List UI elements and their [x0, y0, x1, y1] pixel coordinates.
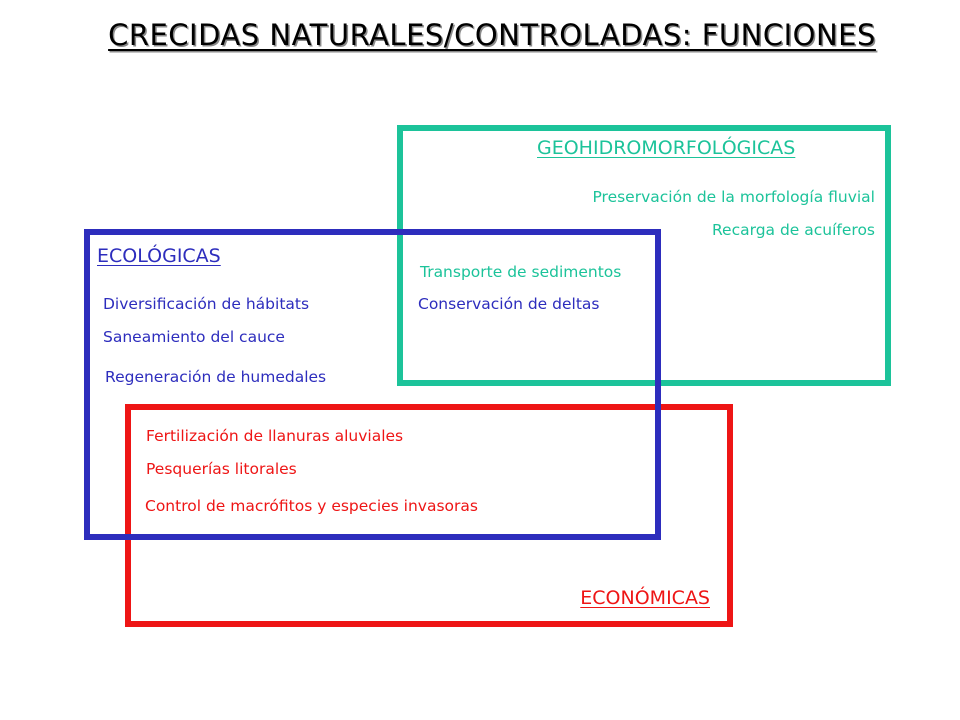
overlap-item-macrofitos: Control de macrófitos y especies invasor…	[145, 497, 478, 515]
ecologicas-box	[84, 229, 661, 540]
eco-item-cauce: Saneamiento del cauce	[103, 328, 285, 346]
overlap-item-deltas: Conservación de deltas	[418, 295, 600, 313]
eco-item-humedales: Regeneración de humedales	[105, 368, 327, 386]
geo-item-acuiferos: Recarga de acuíferos	[711, 221, 875, 239]
overlap-item-sedimentos: Transporte de sedimentos	[420, 263, 622, 281]
geo-item-morfologia: Preservación de la morfología fluvial	[592, 188, 875, 206]
eco-item-habitats: Diversificación de hábitats	[103, 295, 310, 313]
economicas-box	[125, 404, 733, 627]
geohidromorfologicas-box	[397, 125, 891, 386]
overlap-item-llanuras: Fertilización de llanuras aluviales	[146, 427, 404, 445]
geohidromorfologicas-heading: GEOHIDROMORFOLÓGICAS	[537, 137, 796, 159]
ecologicas-heading: ECOLÓGICAS	[97, 245, 221, 267]
page-title: CRECIDAS NATURALES/CONTROLADAS: FUNCIONE…	[108, 18, 876, 52]
overlap-item-pesquerias: Pesquerías litorales	[146, 460, 297, 478]
economicas-heading: ECONÓMICAS	[580, 587, 710, 609]
